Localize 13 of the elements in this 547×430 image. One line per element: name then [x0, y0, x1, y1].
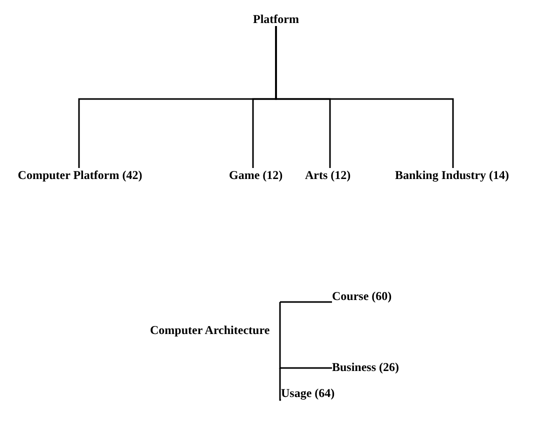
connector-line	[279, 368, 282, 401]
connector-line	[279, 302, 332, 369]
node-label: Banking Industry (14)	[395, 168, 510, 182]
node-label: Computer Platform (42)	[18, 168, 142, 182]
node-label: Business (26)	[332, 360, 400, 374]
node-label: Platform	[253, 12, 299, 26]
node-label: Arts (12)	[305, 168, 351, 182]
connector-line	[280, 301, 332, 303]
node-label: Usage (64)	[281, 386, 335, 400]
node-label: Course (60)	[332, 289, 392, 303]
node-label: Computer Architecture	[150, 323, 270, 337]
node-label: Game (12)	[229, 168, 283, 182]
connector-line	[275, 26, 454, 168]
